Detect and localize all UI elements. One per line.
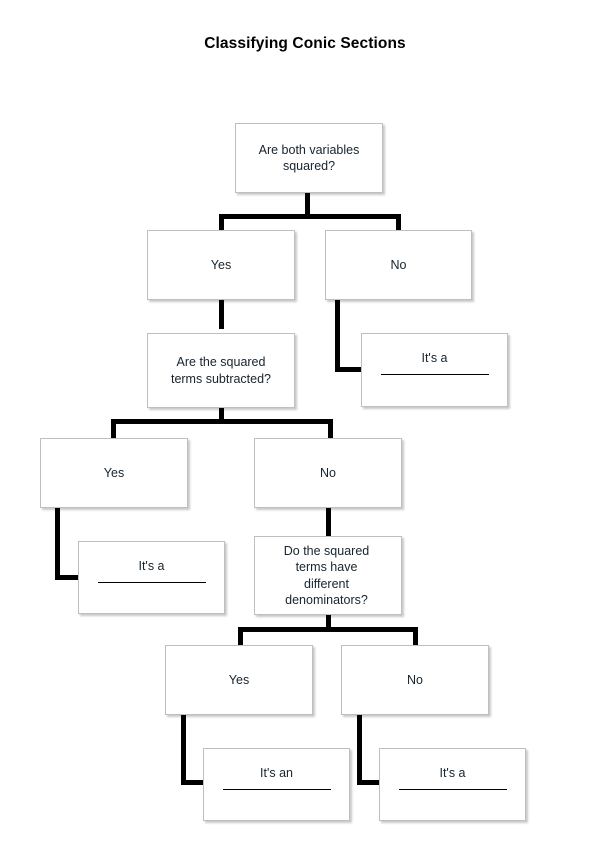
node-label: No <box>407 672 423 687</box>
connector-no1-drop <box>335 300 340 372</box>
node-label: Yes <box>103 465 125 480</box>
page-title: Classifying Conic Sections <box>204 35 406 52</box>
connector-no3-to-result4 <box>357 780 383 785</box>
node-result-1[interactable]: It's a <box>361 333 508 407</box>
node-question-terms-subtracted[interactable]: Are the squared terms subtracted? <box>147 333 295 408</box>
node-branch-q2-yes[interactable]: Yes <box>40 438 188 508</box>
node-label: Are both variables squared? <box>258 142 360 174</box>
connector-yes2-to-result2 <box>55 575 82 580</box>
connector-q1-split-bar <box>219 214 401 219</box>
node-label: No <box>390 257 407 272</box>
node-branch-q3-yes[interactable]: Yes <box>165 645 313 715</box>
node-label: No <box>320 465 336 480</box>
node-label: Do the squared terms have different deno… <box>283 543 370 608</box>
node-branch-q3-no[interactable]: No <box>341 645 489 715</box>
node-label: It's a <box>421 351 448 365</box>
connector-no1-to-result1 <box>335 367 365 372</box>
connector-q1-stem <box>305 192 310 216</box>
connector-q3-to-yes <box>238 627 243 645</box>
node-result-3[interactable]: It's an <box>203 748 350 821</box>
connector-q1-to-yes <box>219 214 224 231</box>
connector-q3-to-no <box>413 627 418 645</box>
node-question-different-denominators[interactable]: Do the squared terms have different deno… <box>254 536 402 615</box>
fill-in-blank-line[interactable] <box>380 373 489 375</box>
node-result-4[interactable]: It's a <box>379 748 526 821</box>
node-label: It's an <box>260 766 293 780</box>
connector-q2-to-yes <box>111 419 116 439</box>
connector-yes3-to-result3 <box>181 780 207 785</box>
node-label: It's a <box>138 559 165 573</box>
connector-yes1-to-q2 <box>219 300 224 329</box>
connector-q1-to-no <box>396 214 401 231</box>
connector-q2-stem <box>219 408 224 424</box>
node-label: Are the squared terms subtracted? <box>170 355 272 386</box>
fill-in-blank-line[interactable] <box>222 788 331 790</box>
connector-yes3-drop <box>181 715 186 785</box>
fill-in-blank-line[interactable] <box>398 788 507 790</box>
connector-q2-split-bar <box>111 419 333 424</box>
node-label: Yes <box>210 257 232 272</box>
node-label: Yes <box>228 672 250 687</box>
fill-in-blank-line[interactable] <box>97 581 206 583</box>
node-label: It's a <box>439 766 466 780</box>
connector-no3-drop <box>357 715 362 785</box>
node-branch-q1-yes[interactable]: Yes <box>147 230 295 300</box>
connector-q3-stem <box>326 615 331 632</box>
node-branch-q1-no[interactable]: No <box>325 230 472 300</box>
node-branch-q2-no[interactable]: No <box>254 438 402 508</box>
connector-q3-split-bar <box>238 627 418 632</box>
node-result-2[interactable]: It's a <box>78 541 225 614</box>
connector-q2-to-no <box>328 419 333 439</box>
connector-no2-to-q3 <box>326 508 331 536</box>
connector-yes2-drop <box>55 508 60 580</box>
node-question-both-variables-squared[interactable]: Are both variables squared? <box>235 123 383 193</box>
